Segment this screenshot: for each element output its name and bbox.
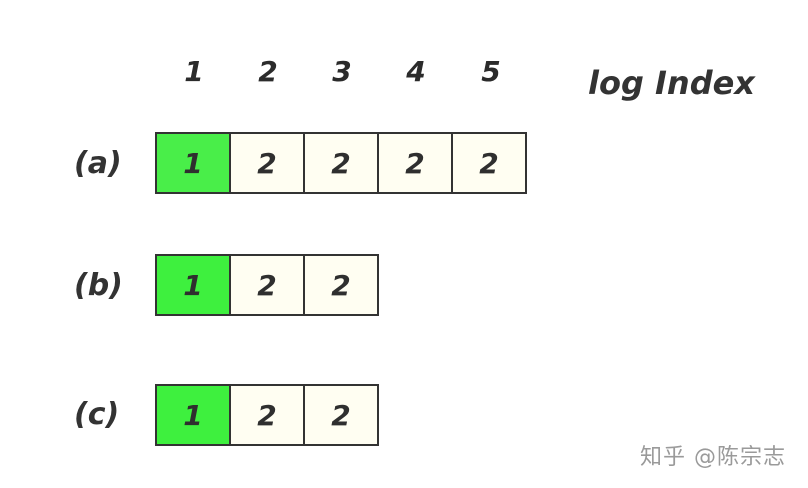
log-entry: 2 (303, 254, 379, 316)
log-index-1: 1 (184, 55, 204, 88)
log-entries-a: 1 2 2 2 2 (155, 132, 527, 194)
log-entry: 2 (229, 254, 305, 316)
log-entry: 2 (303, 132, 379, 194)
log-index-4: 4 (406, 55, 426, 88)
log-entry: 2 (303, 384, 379, 446)
row-label-a: (a) (74, 146, 122, 181)
log-entries-b: 1 2 2 (155, 254, 379, 316)
log-index-2: 2 (258, 55, 278, 88)
row-label-c: (c) (74, 397, 120, 432)
log-index-5: 5 (481, 55, 501, 88)
log-entry: 2 (451, 132, 527, 194)
log-entry: 2 (377, 132, 453, 194)
log-entry: 1 (155, 254, 231, 316)
log-entry: 1 (155, 384, 231, 446)
log-index-title: log Index (588, 64, 755, 102)
log-entries-c: 1 2 2 (155, 384, 379, 446)
log-entry: 2 (229, 384, 305, 446)
source-watermark: 知乎 @陈宗志 (640, 445, 786, 470)
log-entry: 2 (229, 132, 305, 194)
row-label-b: (b) (74, 268, 123, 303)
log-entry: 1 (155, 132, 231, 194)
log-index-3: 3 (332, 55, 352, 88)
